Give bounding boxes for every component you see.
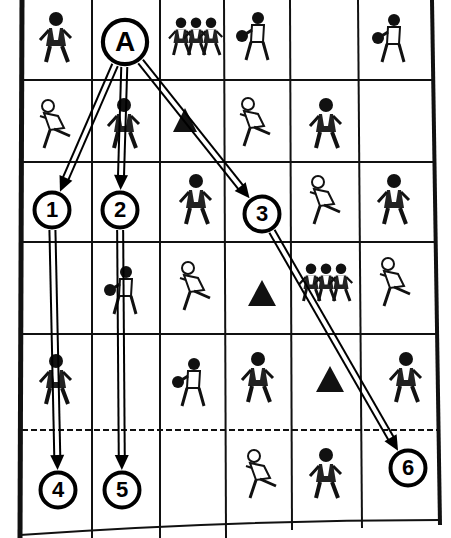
double-arrow [138, 60, 249, 199]
double-arrow [49, 230, 64, 470]
circle-label: 1 [46, 199, 58, 221]
position-circle: 5 [103, 471, 141, 509]
position-circle: 3 [243, 195, 281, 233]
circle-label: A [115, 28, 135, 56]
circle-label: 2 [114, 199, 126, 221]
circle-label: 4 [52, 479, 64, 501]
position-circle: 4 [39, 471, 77, 509]
double-arrow [114, 67, 128, 190]
circle-label: 6 [402, 457, 414, 479]
double-arrow [60, 64, 118, 192]
circle-label: 5 [116, 479, 128, 501]
start-circle: A [101, 18, 149, 66]
double-arrow [115, 230, 129, 470]
circle-label: 3 [256, 203, 268, 225]
double-arrow [269, 230, 398, 451]
position-circle: 6 [389, 449, 427, 487]
position-circle: 1 [33, 191, 71, 229]
position-circle: 2 [101, 191, 139, 229]
